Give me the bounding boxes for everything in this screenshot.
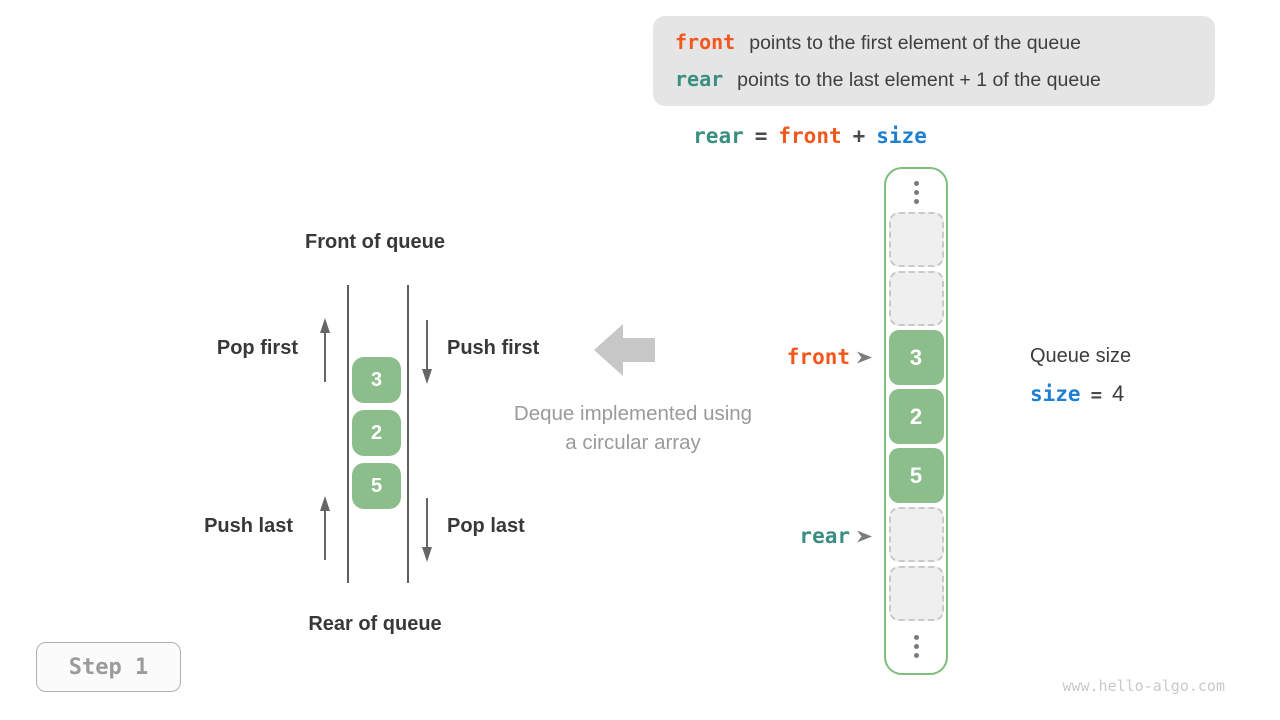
queue-size-equation: size = 4: [1030, 381, 1124, 407]
queue-cell-value: 3: [370, 368, 383, 391]
ellipsis-dots-top: [886, 181, 946, 204]
pop-first-label: Pop first: [216, 337, 298, 359]
array-cell-empty: [888, 566, 944, 621]
queue-cell: 2: [352, 410, 401, 456]
front-of-queue-title: Front of queue: [305, 231, 445, 253]
legend-line-rear: rear points to the last element + 1 of t…: [675, 67, 1215, 92]
size-variable: size: [1030, 382, 1081, 406]
center-caption-line1: Deque implemented using: [513, 402, 753, 425]
array-cell-empty: [888, 271, 944, 326]
push-last-up-arrow-icon: [320, 496, 330, 560]
left-block-arrow-icon: [594, 324, 655, 376]
legend-box: front points to the first element of the…: [653, 16, 1215, 106]
formula-front: front: [778, 124, 842, 148]
pop-last-down-arrow-icon: [422, 498, 432, 562]
queue-cell-value: 2: [370, 421, 383, 444]
legend-line-front: front points to the first element of the…: [675, 30, 1215, 55]
rear-keyword: rear: [675, 67, 724, 91]
formula-rear: rear: [693, 124, 744, 148]
circular-array: 3 2 5: [884, 167, 948, 675]
front-keyword: front: [675, 30, 736, 54]
formula-plus: +: [852, 124, 866, 148]
front-pointer-arrowhead-icon: [857, 351, 872, 363]
front-description: points to the first element of the queue: [749, 32, 1081, 54]
watermark: www.hello-algo.com: [1062, 677, 1225, 695]
array-cell: 5: [888, 448, 944, 503]
size-value: 4: [1112, 381, 1125, 406]
push-first-label: Push first: [447, 337, 540, 359]
rear-of-queue-title: Rear of queue: [308, 613, 442, 635]
center-caption: Deque implemented using a circular array: [490, 399, 776, 457]
array-cell-empty: [888, 212, 944, 267]
size-equals: =: [1090, 384, 1103, 406]
channel-left-line: [347, 285, 349, 583]
formula: rear = front + size: [660, 123, 960, 149]
ellipsis-dots-bottom: [886, 635, 946, 658]
front-pointer-label: front: [786, 345, 850, 369]
front-pointer: front: [760, 344, 872, 370]
center-caption-line2: a circular array: [565, 431, 701, 454]
pop-first-up-arrow-icon: [320, 318, 330, 382]
queue-cell-value: 5: [370, 474, 383, 497]
array-cell-front: 3: [888, 330, 944, 385]
array-cell: 2: [888, 389, 944, 444]
array-cell-value: 5: [909, 462, 923, 488]
channel-right-line: [407, 285, 409, 583]
rear-pointer-arrowhead-icon: [857, 530, 872, 542]
step-badge: Step 1: [36, 642, 181, 692]
formula-size: size: [876, 124, 927, 148]
array-cell-value: 3: [909, 344, 923, 370]
rear-description: points to the last element + 1 of the qu…: [737, 69, 1101, 91]
pop-last-label: Pop last: [447, 515, 525, 537]
queue-cell: 3: [352, 357, 401, 403]
queue-size-title: Queue size: [1030, 345, 1132, 367]
array-cell-rear: [888, 507, 944, 562]
queue-cell: 5: [352, 463, 401, 509]
formula-equals: =: [754, 124, 768, 148]
rear-pointer: rear: [760, 523, 872, 549]
rear-pointer-label: rear: [799, 524, 850, 548]
array-cell-value: 2: [909, 403, 923, 429]
push-first-down-arrow-icon: [422, 320, 432, 384]
push-last-label: Push last: [204, 515, 293, 537]
